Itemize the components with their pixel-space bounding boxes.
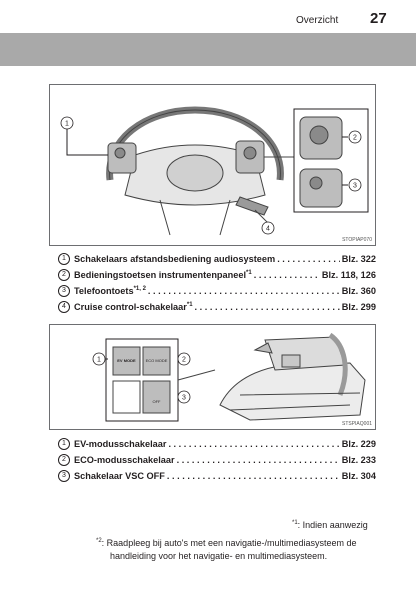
page-reference: Blz. 233	[341, 455, 376, 465]
callout-4: 4	[266, 226, 270, 233]
list-item: 1 Schakelaars afstandsbediening audiosys…	[58, 252, 376, 266]
callout-2: 2	[353, 135, 357, 142]
section-title: Overzicht	[296, 15, 339, 26]
callout-3: 3	[182, 395, 186, 402]
item-label: Schakelaars afstandsbediening audiosyste…	[74, 254, 276, 265]
item-label: Cruise control-schakelaar*1	[74, 301, 193, 313]
item-label: Bedieningstoetsen instrumentenpaneel*1	[74, 269, 252, 281]
console-switch-illustration: EV MODE ECO MODE OFF 1 2 3	[92, 332, 366, 422]
footnote-2: *2: Raadpleeg bij auto's met een navigat…	[96, 538, 357, 548]
list-item: 2 ECO-modusschakelaar Blz. 233	[58, 453, 376, 467]
callout-1: 1	[65, 121, 69, 128]
page-number: 27	[370, 10, 387, 27]
page-reference: Blz. 304	[341, 471, 376, 481]
list-item: 1 EV-modusschakelaar Blz. 229	[58, 437, 376, 451]
footnote-1: *1: Indien aanwezig	[292, 520, 368, 530]
figure-code: STOPIAP070	[342, 237, 372, 243]
item-label: EV-modusschakelaar	[74, 439, 167, 449]
footnote-2-continued: handleiding voor het navigatie- en multi…	[110, 551, 328, 561]
page-reference: Blz. 229	[341, 439, 376, 449]
steering-wheel-illustration: 1 2 3 4	[60, 106, 369, 236]
callout-2: 2	[182, 357, 186, 364]
item-label: Telefoontoets*1, 2	[74, 285, 146, 297]
item-label: Schakelaar VSC OFF	[74, 471, 165, 481]
list-item: 2 Bedieningstoetsen instrumentenpaneel*1…	[58, 268, 376, 282]
page-reference: Blz. 360	[341, 286, 376, 296]
list-item: 3 Schakelaar VSC OFF Blz. 304	[58, 469, 376, 483]
list-item: 3 Telefoontoets*1, 2 Blz. 360	[58, 284, 376, 298]
page-reference: Blz. 118, 126	[321, 270, 376, 280]
page-reference: Blz. 299	[341, 302, 376, 312]
list-item: 4 Cruise control-schakelaar*1 Blz. 299	[58, 300, 376, 314]
ev-mode-label: EV MODE	[117, 358, 136, 363]
item-label: ECO-modusschakelaar	[74, 455, 175, 465]
figure-code: STSPIAQ001	[341, 421, 372, 427]
page-reference: Blz. 322	[341, 254, 376, 264]
steering-wheel-figure: 1 2 3 4 STOPIAP070	[49, 84, 376, 246]
callout-1: 1	[97, 357, 101, 364]
eco-mode-label: ECO MODE	[146, 358, 168, 363]
vsc-off-label: OFF	[153, 399, 162, 404]
header-band	[0, 33, 416, 66]
callout-3: 3	[353, 183, 357, 190]
console-switch-figure: EV MODE ECO MODE OFF 1 2 3 STSPIAQ001	[49, 324, 376, 430]
